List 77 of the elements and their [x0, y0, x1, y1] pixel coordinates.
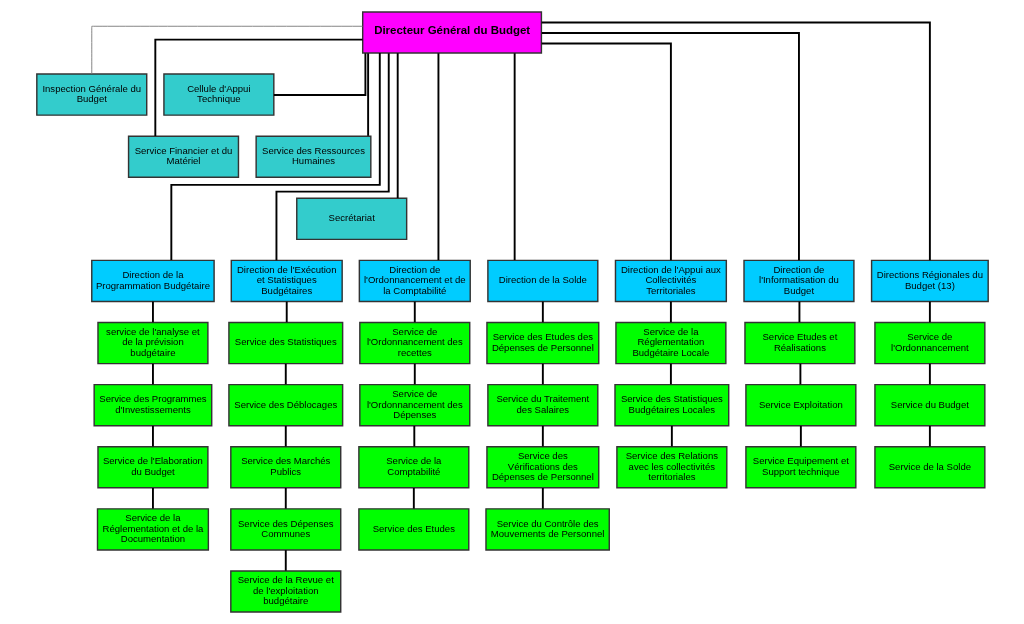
connector	[412, 424, 415, 448]
node-box: Service des Relations avec les collectivités territoriales	[615, 446, 728, 489]
node-box: Service des Statistiques Budgétaires Locales	[613, 383, 729, 427]
connector	[437, 52, 439, 262]
connector	[284, 549, 287, 572]
connector	[412, 487, 415, 510]
node-box: Service du Budget	[873, 383, 986, 427]
connector	[284, 362, 287, 386]
node-box: Service de la Comptabilité	[357, 446, 469, 489]
node-box: Service de la Revue et de l'exploitation budgétaire	[229, 570, 341, 613]
connector	[284, 487, 287, 510]
node-box: Secrétariat	[295, 197, 407, 241]
node-box: Service des Etudes	[357, 508, 469, 551]
connector	[928, 362, 931, 386]
connector	[413, 300, 416, 324]
node-box: Service des Dépenses Communes	[229, 508, 341, 551]
node-box: Service de la Solde	[873, 446, 986, 489]
connector	[798, 362, 801, 386]
node-box: Service du Contrôle des Mouvements de Personnel	[484, 508, 610, 551]
connector	[541, 487, 544, 510]
connector	[541, 424, 544, 448]
node-box: Service Equipement et Support technique	[744, 446, 857, 489]
connector	[928, 424, 931, 448]
connector	[366, 52, 369, 137]
node-box: Direction de la Programmation Budgétaire	[90, 259, 215, 303]
node-box: Service de l'Ordonnancement des recettes	[358, 321, 470, 365]
connector	[284, 424, 287, 448]
node-box: Service des Marchés Publics	[229, 446, 341, 489]
connector	[272, 52, 366, 97]
node-box: Service des Etudes des Dépenses de Personnel	[485, 321, 599, 365]
connector	[90, 25, 363, 75]
node-box: Service des Vérifications des Dépenses de Personnel	[485, 446, 599, 489]
connector	[670, 424, 673, 448]
node-box: Service des Programmes d'Investissements	[92, 383, 212, 427]
node-box: Direction de l'Informatisation du Budget	[742, 259, 855, 303]
connector	[540, 42, 672, 262]
node-box: Direction de l'Ordonnancement et de la Comptabilité	[358, 259, 471, 303]
node-box: Service des Statistiques	[227, 321, 343, 365]
connector	[151, 300, 154, 324]
connector	[275, 52, 390, 262]
node-box: Service de l'Elaboration du Budget	[96, 446, 209, 489]
node-box: Service des Déblocages	[227, 383, 343, 427]
node-box: Service de la Réglementation et de la Documentation	[96, 508, 209, 551]
node-box: Cellule d'Appui Technique	[162, 73, 275, 116]
connector	[151, 487, 154, 510]
connector	[169, 52, 381, 262]
connector	[541, 300, 544, 324]
node-box: Inspection Générale du Budget	[35, 73, 147, 116]
connector	[541, 362, 544, 386]
node-box: Service de la Réglementation Budgétaire Locale	[614, 321, 727, 365]
node-box: Service des Ressources Humaines	[254, 135, 372, 178]
node-box: service de l'analyse et de la prévision budgétaire	[96, 321, 209, 365]
node-box: Service de l'Ordonnancement des Dépenses	[358, 383, 470, 427]
node-box: Service du Traitement des Salaires	[486, 383, 598, 427]
connector	[151, 424, 154, 448]
node-box: Directeur Général du Budget	[361, 11, 542, 54]
node-box: Direction de l'Appui aux Collectivités Territoriales	[614, 259, 727, 303]
node-box: Direction de l'Exécution et Statistiques Budgétaires	[230, 259, 343, 303]
connector	[540, 21, 931, 262]
connector	[540, 32, 800, 262]
connector	[928, 300, 931, 324]
connector	[513, 52, 516, 262]
node-box: Directions Régionales du Budget (13)	[870, 259, 989, 303]
connector	[153, 38, 364, 137]
connector	[669, 362, 672, 386]
connector	[669, 300, 672, 324]
node-box: Service de l'Ordonnancement	[873, 321, 986, 365]
connector	[285, 300, 288, 324]
connector	[151, 362, 154, 386]
connector	[798, 300, 800, 324]
node-box: Service Financier et du Matériel	[127, 135, 239, 178]
connector	[799, 424, 802, 448]
connector	[396, 52, 399, 200]
node-box: Service Etudes et Réalisations	[743, 321, 856, 365]
connector	[413, 362, 416, 386]
node-box: Service Exploitation	[744, 383, 857, 427]
node-box: Direction de la Solde	[486, 259, 598, 303]
